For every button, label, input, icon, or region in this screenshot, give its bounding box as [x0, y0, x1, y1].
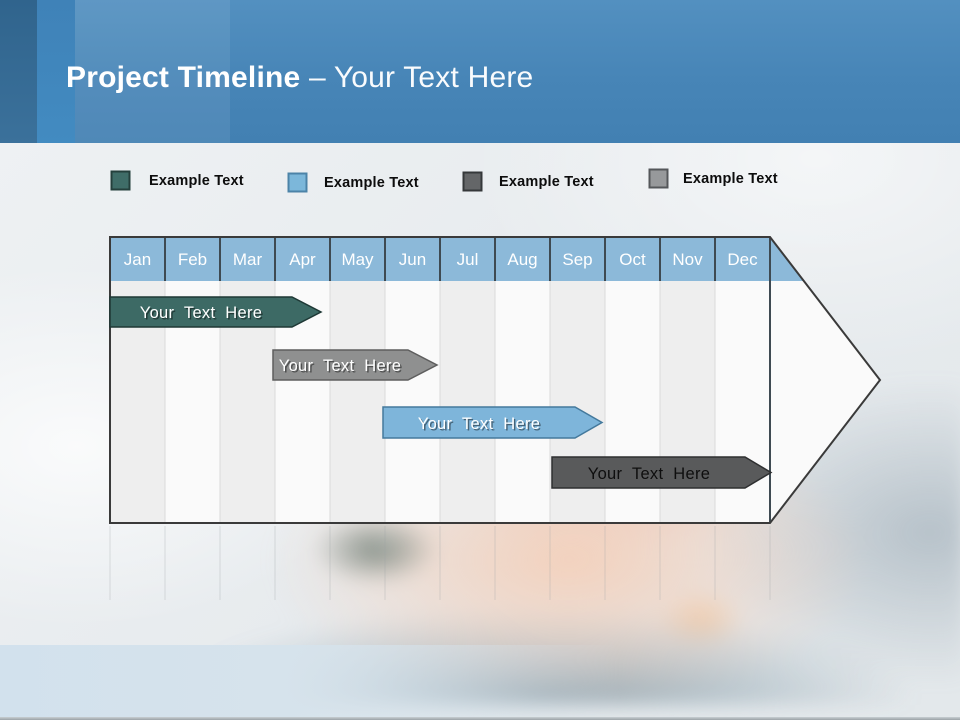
legend-swatch-blue-icon	[287, 172, 308, 193]
month-label: Mar	[233, 250, 263, 269]
banner-stripe-dark	[0, 0, 37, 143]
month-label: Dec	[727, 250, 758, 269]
table-reflection	[109, 526, 771, 600]
month-label: Feb	[178, 250, 207, 269]
timeline-bar-4: Your Text Here	[551, 456, 773, 489]
legend-swatch-gray-icon	[648, 168, 669, 189]
timeline-bar-3: Your Text Here Your Text Here	[382, 406, 604, 439]
timeline-bar-1: Your Text Here Your Text Here	[109, 296, 323, 328]
legend-label: Example Text	[324, 174, 419, 191]
legend-label: Example Text	[499, 173, 594, 190]
svg-text:Your Text Here: Your Text Here	[280, 359, 402, 377]
month-label: Oct	[619, 250, 646, 269]
month-label: Aug	[507, 250, 537, 269]
svg-text:Your Text Here: Your Text Here	[141, 306, 263, 324]
svg-text:Your Text Here: Your Text Here	[419, 417, 541, 435]
month-label: Jun	[399, 250, 426, 269]
legend-item-1: Example Text	[110, 170, 244, 191]
month-label: Nov	[672, 250, 703, 269]
bottom-edge-line	[0, 717, 960, 720]
bar-4-label: Your Text Here	[588, 465, 710, 483]
page-title-bold: Project Timeline	[66, 61, 301, 94]
page-title: Project Timeline – Your Text Here	[66, 61, 533, 95]
legend-swatch-darkgray-icon	[462, 171, 483, 192]
month-header-separators	[164, 237, 771, 523]
banner-stripe-light	[75, 0, 230, 143]
month-label: Apr	[289, 250, 316, 269]
month-label: Jul	[457, 250, 479, 269]
timeline-arrow-outline	[109, 236, 882, 524]
month-label: May	[341, 250, 374, 269]
month-label: Sep	[562, 250, 592, 269]
timeline-bar-2: Your Text Here Your Text Here	[272, 349, 439, 381]
title-banner: Project Timeline – Your Text Here	[0, 0, 960, 143]
bar-1-label: Your Text Here	[140, 304, 262, 322]
month-header-band	[110, 237, 840, 281]
bar-3-label: Your Text Here	[418, 415, 540, 433]
legend-label: Example Text	[683, 170, 778, 187]
legend-item-4: Example Text	[648, 168, 778, 189]
month-label: Jan	[124, 250, 151, 269]
page-title-rest: – Your Text Here	[300, 61, 534, 94]
banner-stripe-medium	[37, 0, 75, 143]
legend-swatch-teal-icon	[110, 170, 131, 191]
legend-item-3: Example Text	[462, 171, 594, 192]
legend-item-2: Example Text	[287, 172, 419, 193]
bottom-accent-area	[0, 645, 620, 718]
bar-2-label: Your Text Here	[279, 357, 401, 375]
month-labels: Jan Feb Mar Apr May Jun Jul Aug Sep Oct …	[124, 250, 758, 269]
legend-label: Example Text	[149, 172, 244, 189]
